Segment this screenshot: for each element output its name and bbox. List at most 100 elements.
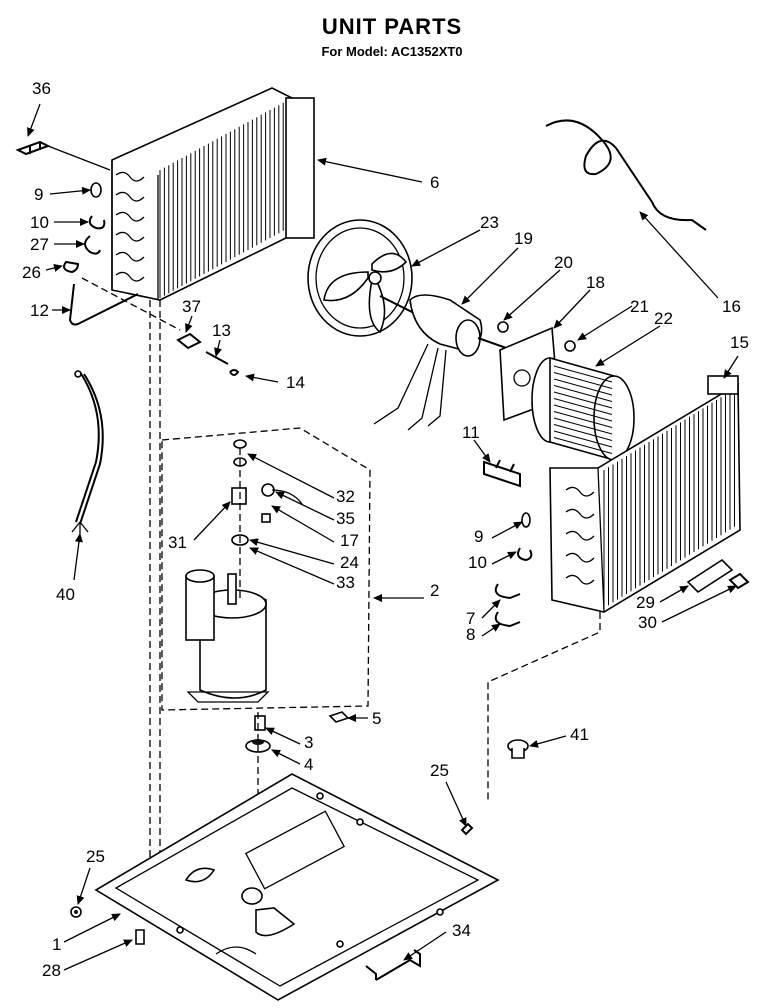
coil-hairpins-left [115, 171, 145, 282]
callout-25: 25 [430, 761, 467, 827]
fan-blade [307, 219, 413, 337]
callout-17: 17 [271, 505, 359, 550]
callout-28: 28 [42, 939, 133, 980]
leader-arrow [639, 211, 719, 299]
callout-16: 16 [639, 211, 741, 316]
part-number-label: 40 [56, 585, 75, 604]
leader-arrow [185, 315, 193, 333]
callout-5: 5 [347, 709, 381, 728]
leader-arrow [481, 599, 501, 619]
part-number-label: 37 [182, 297, 201, 316]
callout-15: 15 [723, 333, 749, 379]
leader-arrow [491, 551, 517, 565]
clamp-part-27 [84, 235, 101, 255]
part-number-label: 17 [340, 531, 359, 550]
callout-18: 18 [553, 273, 605, 329]
leader-arrow [73, 533, 83, 581]
callout-1: 1 [52, 913, 121, 954]
leader-arrow [214, 339, 222, 357]
leader-arrow [63, 939, 133, 971]
part-30 [728, 572, 750, 590]
clip-part-10 [88, 215, 106, 230]
callout-30: 30 [638, 585, 737, 632]
part-number-label: 12 [30, 301, 49, 320]
leader-arrow [275, 491, 335, 521]
nut-part-20 [497, 321, 509, 333]
callout-31: 31 [168, 501, 231, 552]
tube-part-12 [68, 283, 139, 326]
bracket-part-36 [15, 140, 111, 171]
fan-motor [373, 294, 513, 431]
plug-part-41 [507, 739, 529, 759]
leader-arrow [481, 623, 501, 637]
part-number-label: 36 [32, 79, 51, 98]
leader-arrow [193, 501, 231, 541]
leader-arrow [63, 913, 121, 943]
part-number-label: 10 [30, 213, 49, 232]
callout-12: 12 [30, 301, 71, 320]
callout-41: 41 [529, 725, 589, 748]
part-number-label: 22 [654, 309, 673, 328]
callout-36: 36 [27, 79, 51, 137]
part-number-label: 11 [462, 423, 480, 442]
leader-arrow [445, 781, 467, 827]
callout-29: 29 [636, 585, 689, 612]
callout-9: 9 [34, 185, 91, 204]
condenser-coil [111, 87, 315, 301]
leader-arrow [49, 186, 91, 195]
part-number-label: 41 [570, 725, 589, 744]
part-number-label: 13 [212, 321, 231, 340]
callout-2: 2 [373, 581, 439, 602]
leader-arrow [27, 103, 41, 137]
leader-arrow [659, 585, 689, 603]
leader-arrow [265, 727, 301, 745]
leader-arrow [595, 325, 661, 367]
leader-arrow [577, 305, 633, 341]
callout-14: 14 [245, 373, 305, 392]
part-number-label: 6 [430, 173, 439, 192]
part-number-label: 7 [466, 609, 475, 628]
part-number-label: 1 [52, 935, 61, 954]
leader-arrow [247, 453, 335, 499]
part-number-label: 27 [30, 235, 49, 254]
leader-arrow [271, 505, 335, 543]
part-number-label: 14 [286, 373, 305, 392]
leader-arrow [45, 264, 63, 272]
callout-7: 7 [466, 599, 501, 628]
leader-arrow [503, 269, 561, 321]
leader-arrow [529, 735, 567, 748]
leader-arrow [317, 157, 423, 183]
part-29 [686, 558, 734, 594]
leader-arrow [76, 867, 91, 905]
leader-arrow [491, 521, 523, 539]
callout-8: 8 [466, 623, 501, 644]
leader-arrow [249, 547, 335, 585]
page-title: UNIT PARTS [321, 14, 463, 39]
hanger-wire [545, 119, 707, 231]
callout-27: 27 [30, 235, 85, 254]
part-5 [328, 711, 350, 723]
clip-part-10-right [517, 547, 533, 562]
leader-arrow [403, 931, 447, 961]
part-number-label: 9 [474, 527, 483, 546]
part-number-label: 23 [480, 213, 499, 232]
tube-part-8 [494, 611, 521, 628]
callout-20: 20 [503, 253, 573, 321]
callout-10: 10 [468, 551, 517, 572]
part-number-label: 3 [304, 733, 313, 752]
callout-4: 4 [271, 749, 313, 774]
bracket-part-34 [365, 949, 421, 981]
leader-arrow [661, 585, 737, 623]
leader-arrow [723, 355, 739, 379]
part-number-label: 2 [430, 581, 439, 600]
callout-25: 25 [76, 847, 105, 905]
evaporator-coil [549, 375, 741, 613]
screw-part-25-right [460, 822, 474, 836]
model-subtitle: For Model: AC1352XT0 [321, 44, 463, 59]
callout-21: 21 [577, 297, 649, 341]
callout-13: 13 [212, 321, 231, 357]
part-number-label: 4 [304, 755, 313, 774]
part-number-label: 25 [430, 761, 449, 780]
callout-26: 26 [22, 263, 63, 282]
